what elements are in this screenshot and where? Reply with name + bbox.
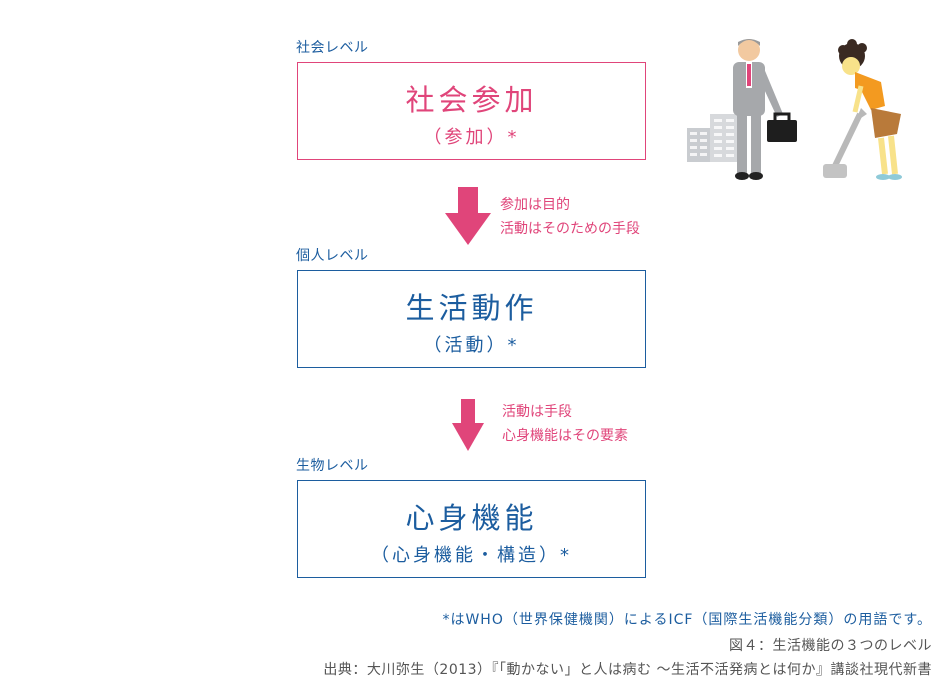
level-label-biological: 生物レベル: [296, 458, 369, 474]
businessman-icon: [733, 39, 797, 180]
arrow-note-line: 活動はそのための手段: [500, 221, 640, 237]
box-body-functions: 心身機能 （心身機能・構造）*: [297, 480, 646, 578]
illustration: [687, 39, 902, 180]
level-label-social: 社会レベル: [296, 40, 369, 56]
box-daily-activities: 生活動作 （活動）*: [297, 270, 646, 368]
buildings-icon: [687, 114, 738, 162]
down-arrow-icon: [445, 187, 491, 245]
box-subtitle: （心身機能・構造）*: [371, 545, 572, 566]
arrow-note-line: 心身機能はその要素: [502, 428, 628, 444]
box-social-participation: 社会参加 （参加）*: [297, 62, 646, 160]
level-label-individual: 個人レベル: [296, 248, 369, 264]
footnote: *はWHO（世界保健機関）によるICF（国際生活機能分類）の用語です。: [442, 612, 932, 628]
box-title: 心身機能: [405, 501, 538, 535]
arrow-note-line: 活動は手段: [502, 404, 572, 420]
woman-with-vacuum-icon: [823, 39, 902, 180]
arrow-note-1: 参加は目的 活動はそのための手段: [500, 193, 640, 241]
box-title: 社会参加: [405, 83, 538, 117]
figure-caption: 図４：生活機能の３つのレベル: [729, 638, 932, 654]
arrow-note-2: 活動は手段 心身機能はその要素: [502, 400, 628, 448]
source-citation: 出典：大川弥生（2013）『「動かない」と人は病む ～生活不活発病とは何か』講談…: [323, 662, 932, 678]
box-title: 生活動作: [405, 291, 538, 325]
arrow-note-line: 参加は目的: [500, 197, 570, 213]
box-subtitle: （活動）*: [423, 335, 520, 356]
down-arrow-icon: [452, 399, 484, 451]
box-subtitle: （参加）*: [423, 127, 520, 148]
